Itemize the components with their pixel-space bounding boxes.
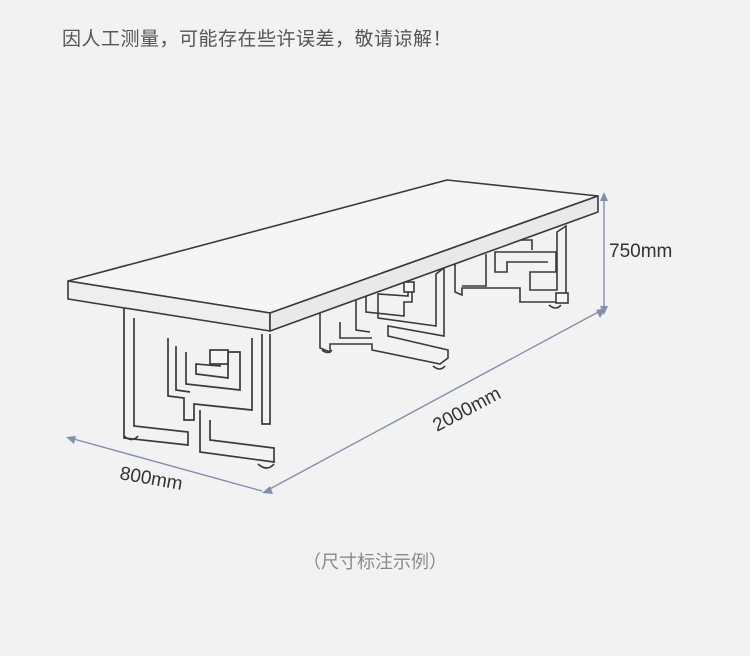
- table-leg-middle: [319, 266, 449, 370]
- width-label: 800mm: [118, 463, 184, 495]
- height-dimension: 750mm: [600, 192, 672, 315]
- height-label: 750mm: [609, 241, 672, 262]
- table-top: [67, 179, 599, 332]
- length-label: 2000mm: [429, 383, 504, 436]
- length-dimension: 2000mm: [262, 308, 606, 494]
- measurement-notice: 因人工测量，可能存在些许误差，敬请谅解！: [62, 28, 453, 50]
- table-leg-front: [123, 308, 275, 469]
- table-leg-back: [454, 224, 569, 309]
- width-dimension: 800mm: [66, 436, 263, 495]
- diagram-caption: （尺寸标注示例）: [303, 552, 447, 573]
